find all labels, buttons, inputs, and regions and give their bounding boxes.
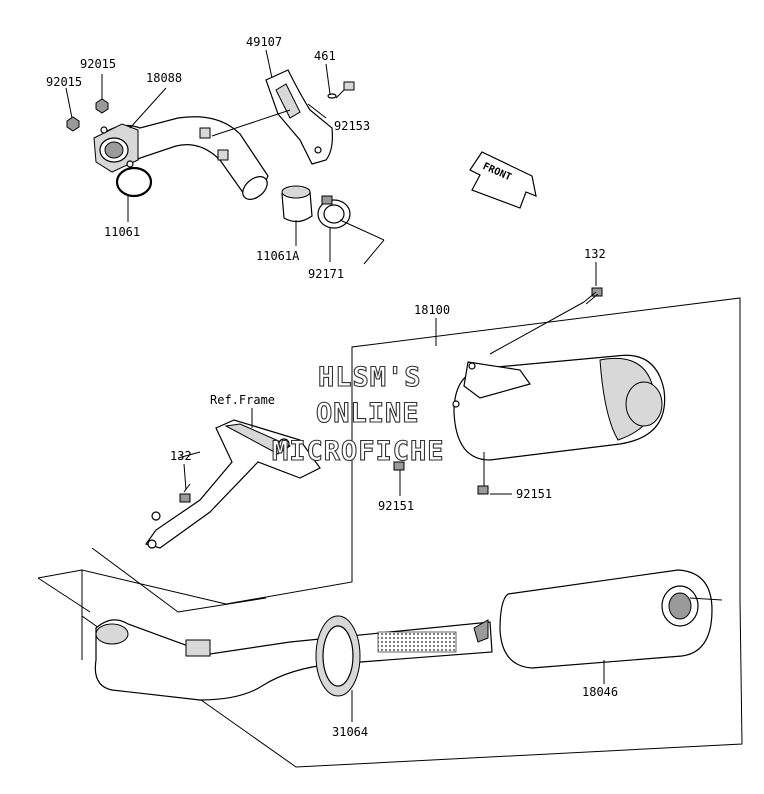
silencer-18046[interactable] bbox=[499, 569, 713, 669]
bolt-92153[interactable] bbox=[335, 81, 355, 99]
leader-lines bbox=[65, 49, 723, 722]
muffler-18100[interactable] bbox=[452, 354, 666, 461]
nut-92015-lower[interactable] bbox=[66, 116, 80, 132]
washer-461[interactable] bbox=[327, 93, 337, 99]
assembly-frame-lines bbox=[37, 297, 743, 768]
watermark-line-1: HLSM'S bbox=[318, 362, 422, 393]
bolt-132-lower[interactable] bbox=[179, 483, 191, 503]
bolt-92151-left[interactable] bbox=[393, 461, 405, 471]
label-18046: 18046 bbox=[582, 685, 618, 699]
label-49107: 49107 bbox=[246, 35, 282, 49]
label-92171: 92171 bbox=[308, 267, 344, 281]
label-11061: 11061 bbox=[104, 225, 140, 239]
label-18088: 18088 bbox=[146, 71, 182, 85]
bolt-132-upper[interactable] bbox=[583, 287, 603, 305]
label-92151-left: 92151 bbox=[378, 499, 414, 513]
front-arrow-icon: FRONT bbox=[469, 151, 537, 209]
label-92151-right: 92151 bbox=[516, 487, 552, 501]
label-ref-frame: Ref.Frame bbox=[210, 393, 275, 407]
clamp-92171[interactable] bbox=[317, 195, 351, 229]
label-92015-upper: 92015 bbox=[80, 57, 116, 71]
label-31064: 31064 bbox=[332, 725, 368, 739]
heat-guard-49107[interactable] bbox=[265, 69, 333, 165]
spark-arrester-31064[interactable] bbox=[315, 615, 361, 697]
gasket-11061a[interactable] bbox=[281, 185, 313, 223]
watermark-line-3: MICROFICHE bbox=[272, 436, 445, 467]
nut-92015-upper[interactable] bbox=[95, 98, 109, 114]
label-132-lower: 132 bbox=[170, 449, 192, 463]
label-92015-lower: 92015 bbox=[46, 75, 82, 89]
silencer-pipe[interactable] bbox=[94, 619, 493, 701]
watermark-line-2: ONLINE bbox=[316, 398, 420, 429]
watermark: HLSM'S ONLINE MICROFICHE bbox=[271, 361, 445, 467]
label-92153: 92153 bbox=[334, 119, 370, 133]
frame-bracket bbox=[145, 419, 321, 549]
bolt-92151-right[interactable] bbox=[477, 485, 489, 495]
label-18100: 18100 bbox=[414, 303, 450, 317]
header-pipe-18088[interactable] bbox=[93, 116, 272, 204]
label-132-upper: 132 bbox=[584, 247, 606, 261]
label-461: 461 bbox=[314, 49, 336, 63]
gasket-11061[interactable] bbox=[115, 166, 153, 198]
label-11061a: 11061A bbox=[256, 249, 300, 263]
